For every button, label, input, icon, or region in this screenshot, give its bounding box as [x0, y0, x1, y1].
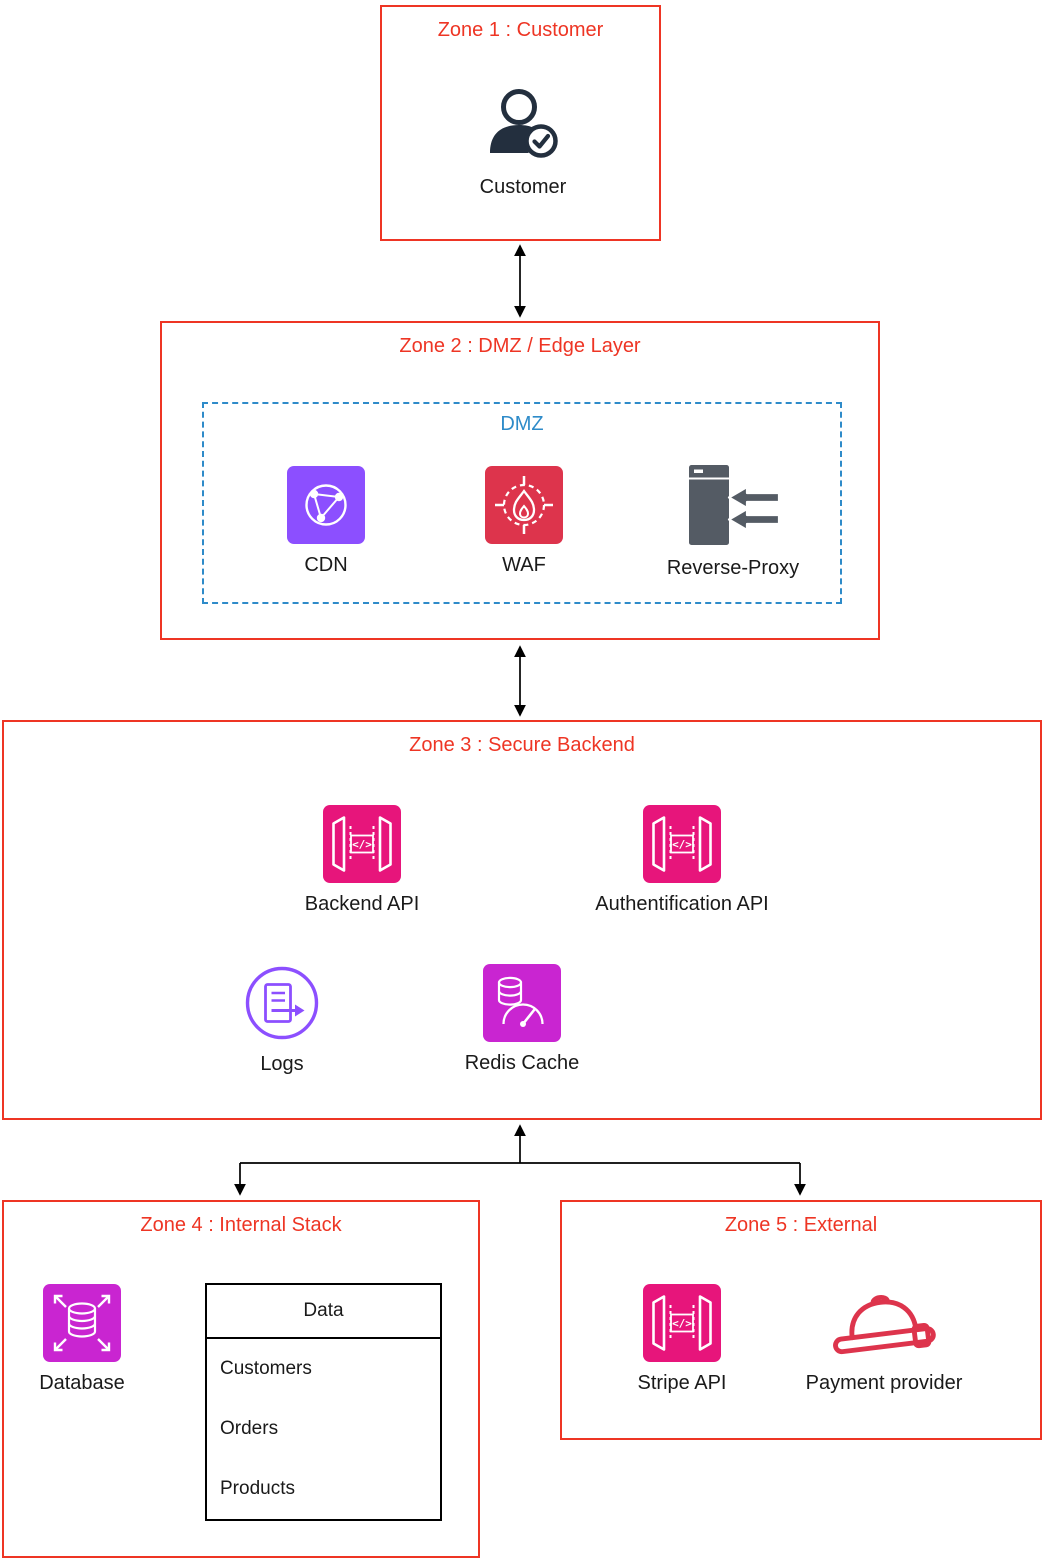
- database-node: Database: [17, 1284, 147, 1395]
- waf-node: WAF: [464, 466, 584, 577]
- data-table: Data Customers Orders Products: [205, 1283, 442, 1521]
- api-gateway-icon: </>: [643, 1284, 721, 1362]
- payment-provider-node: Payment provider: [789, 1286, 979, 1395]
- stripe-api-label: Stripe API: [637, 1372, 727, 1394]
- database-scale-icon: [43, 1284, 121, 1362]
- zone-1-customer: Zone 1 : Customer Customer: [380, 5, 661, 241]
- zone2-title: Zone 2 : DMZ / Edge Layer: [399, 335, 641, 357]
- dmz-group: DMZ CDN: [202, 402, 842, 604]
- data-table-row: Products: [220, 1478, 295, 1499]
- backend-api-node: </> Backend API: [282, 805, 442, 916]
- authentification-api-label: Authentification API: [595, 893, 769, 915]
- zone1-title: Zone 1 : Customer: [437, 19, 604, 41]
- zone4-title: Zone 4 : Internal Stack: [140, 1214, 342, 1236]
- authentification-api-node: </> Authentification API: [572, 805, 792, 916]
- payment-provider-label: Payment provider: [805, 1372, 963, 1394]
- redis-cache-label: Redis Cache: [464, 1052, 580, 1074]
- svg-text:</>: </>: [672, 1317, 692, 1330]
- customer-node: Customer: [443, 80, 603, 199]
- data-table-row: Orders: [220, 1418, 279, 1439]
- waf-label: WAF: [502, 554, 546, 576]
- api-gateway-icon: </>: [643, 805, 721, 883]
- cdn-node: CDN: [266, 466, 386, 577]
- cdn-label: CDN: [304, 554, 348, 576]
- dmz-label: DMZ: [500, 413, 544, 435]
- zone-5-external: Zone 5 : External </> Stripe API: [560, 1200, 1042, 1440]
- backend-api-label: Backend API: [304, 893, 420, 915]
- log-document-icon: [245, 966, 319, 1040]
- zone-4-internal-stack: Zone 4 : Internal Stack Database Data Cu…: [2, 1200, 480, 1558]
- api-gateway-icon: </>: [323, 805, 401, 883]
- data-table-header: Data: [207, 1285, 440, 1339]
- user-check-icon: [490, 89, 558, 158]
- logs-label: Logs: [260, 1053, 304, 1075]
- zone3-title: Zone 3 : Secure Backend: [409, 734, 635, 756]
- stripe-api-node: </> Stripe API: [612, 1284, 752, 1395]
- data-table-row: Customers: [220, 1358, 312, 1379]
- redis-cache-node: Redis Cache: [442, 964, 602, 1075]
- zone5-title: Zone 5 : External: [724, 1214, 878, 1236]
- server-arrows-icon: [689, 465, 781, 545]
- reverse-proxy-node: Reverse-Proxy: [648, 463, 818, 580]
- svg-text:</>: </>: [672, 838, 692, 851]
- svg-text:</>: </>: [352, 838, 372, 851]
- reverse-proxy-label: Reverse-Proxy: [666, 557, 800, 579]
- logs-node: Logs: [222, 963, 342, 1076]
- zone-2-dmz-edge: Zone 2 : DMZ / Edge Layer DMZ CDN: [160, 321, 880, 640]
- database-label: Database: [39, 1372, 125, 1394]
- customer-label: Customer: [479, 176, 567, 198]
- hard-hat-icon: [833, 1295, 936, 1355]
- cache-gauge-icon: [483, 964, 561, 1042]
- zone-3-secure-backend: Zone 3 : Secure Backend </> Backend API …: [2, 720, 1042, 1120]
- globe-network-icon: [287, 466, 365, 544]
- firewall-flame-icon: [485, 466, 563, 544]
